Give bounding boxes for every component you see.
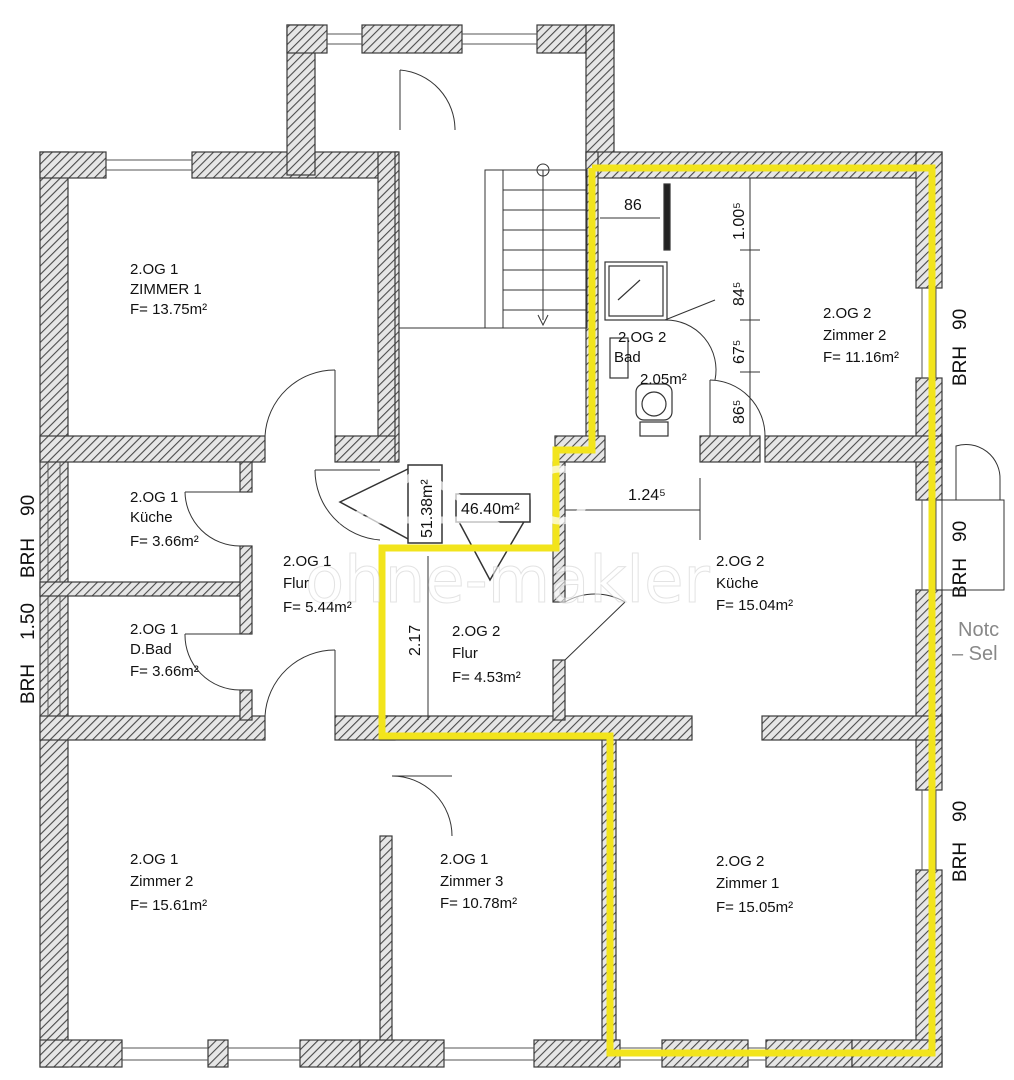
room-label-og1-flur: 2.OG 1 Flur F= 5.44m² xyxy=(283,553,352,616)
room-label-og2-zimmer2: 2.OG 2 Zimmer 2 F= 11.16m² xyxy=(823,305,899,366)
bath-fixtures xyxy=(604,183,673,437)
left-brh-label-2: BRH xyxy=(18,664,39,704)
room-labels: 2.OG 1 ZIMMER 1 F= 13.75m² 2.OG 1 Küche … xyxy=(130,261,899,916)
windows xyxy=(47,33,937,1061)
dim-124: 1.24⁵ xyxy=(628,487,666,504)
dim-86-side: 86⁵ xyxy=(731,400,748,424)
room-label-og1-dbad: 2.OG 1 D.Bad F= 3.66m² xyxy=(130,621,199,680)
right-brh-label-b: BRH xyxy=(950,558,971,598)
dimension-lines xyxy=(427,178,760,720)
staircase xyxy=(399,163,588,329)
dim-100: 1.00⁵ xyxy=(731,202,748,240)
dim-84: 84⁵ xyxy=(731,282,748,306)
left-150-label: 1.50 xyxy=(18,603,39,640)
dim-217: 2.17 xyxy=(407,625,424,656)
dimension-texts: 86 1.00⁵ 84⁵ 67⁵ 86⁵ 1.24⁵ 2.17 xyxy=(407,197,748,656)
room-label-og1-kueche: 2.OG 1 Küche F= 3.66m² xyxy=(130,489,199,550)
room-label-og1-zimmer1: 2.OG 1 ZIMMER 1 F= 13.75m² xyxy=(130,261,207,318)
total-og1: 51.38m² xyxy=(419,479,436,538)
left-90-label: 90 xyxy=(18,495,39,516)
room-label-og2-zimmer1: 2.OG 2 Zimmer 1 F= 15.05m² xyxy=(716,853,793,916)
room-label-og1-zimmer2: 2.OG 1 Zimmer 2 F= 15.61m² xyxy=(130,851,207,914)
balcony xyxy=(941,443,1005,591)
left-brh-label-1: BRH xyxy=(18,538,39,578)
right-90-label-c: 90 xyxy=(950,801,971,822)
right-90-label-b: 90 xyxy=(950,521,971,542)
highlight-outline xyxy=(378,164,936,1057)
dim-67: 67⁵ xyxy=(731,340,748,364)
room-label-og2-bad: 2.OG 2 Bad 2.05m² xyxy=(614,329,687,388)
right-brh-label-a: BRH xyxy=(950,346,971,386)
dim-86-top: 86 xyxy=(624,197,642,214)
watermark: ohne-makler xyxy=(305,544,711,618)
right-90-label-a: 90 xyxy=(950,309,971,330)
room-label-og2-flur: 2.OG 2 Flur F= 4.53m² xyxy=(452,623,521,686)
edge-text-2: – Sel xyxy=(952,643,998,665)
right-brh-label-c: BRH xyxy=(950,842,971,882)
edge-text-1: Notc xyxy=(958,619,999,641)
watermark-logo xyxy=(339,465,590,525)
room-label-og1-zimmer3: 2.OG 1 Zimmer 3 F= 10.78m² xyxy=(440,851,517,912)
total-og2: 46.40m² xyxy=(461,501,520,518)
room-label-og2-kueche: 2.OG 2 Küche F= 15.04m² xyxy=(716,553,793,614)
side-labels: 90 BRH 1.50 BRH 90 BRH 90 BRH 90 BRH xyxy=(18,309,971,882)
doors xyxy=(184,69,766,837)
